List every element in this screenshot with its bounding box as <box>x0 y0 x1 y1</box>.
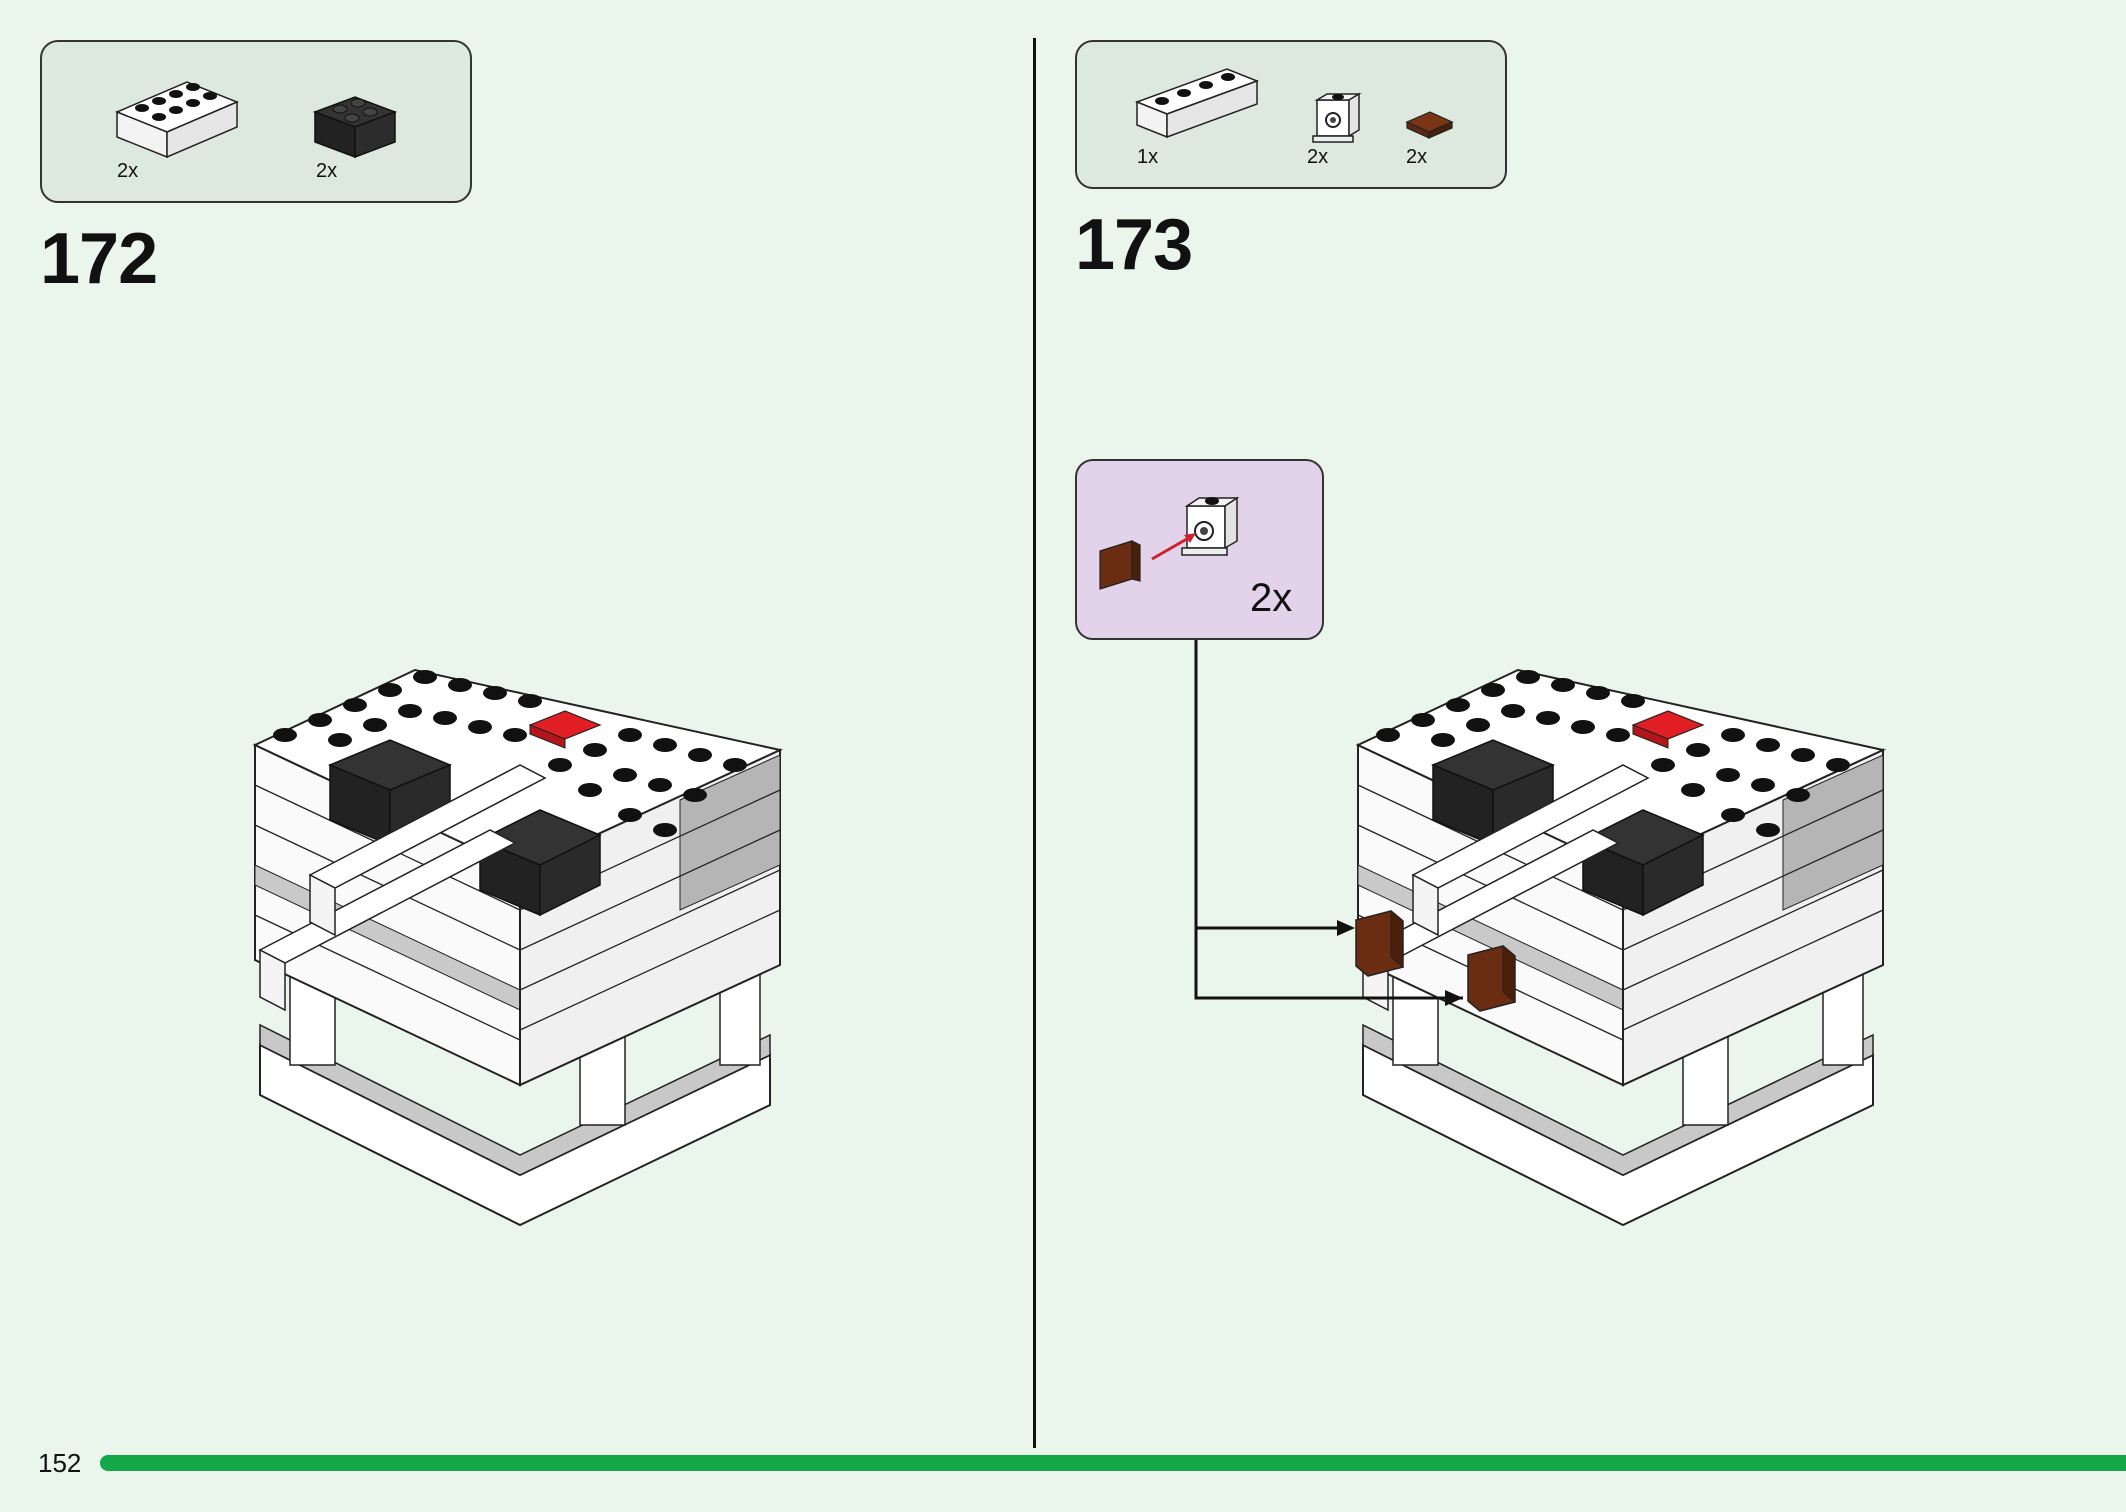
step-number-172: 172 <box>40 219 158 299</box>
part-qty: 1x <box>1137 146 1159 168</box>
white-plate-1x4-icon <box>1134 68 1260 139</box>
sub-assembly-callout: 2x <box>1075 459 1324 640</box>
callout-qty: 2x <box>1250 576 1293 620</box>
part-qty: 2x <box>117 160 139 182</box>
model-step-172 <box>252 668 784 1227</box>
progress-bar <box>100 1455 2126 1471</box>
white-bracket-1x1-icon <box>1312 92 1362 143</box>
part-qty: 2x <box>316 160 338 182</box>
parts-list-step-173: 1x 2x 2x <box>1075 40 1507 189</box>
part-qty: 2x <box>1307 146 1329 168</box>
step-number-173: 173 <box>1075 205 1193 285</box>
part-qty: 2x <box>1406 146 1428 168</box>
black-brick-2x2-icon <box>312 96 398 159</box>
white-brick-2x4-icon <box>115 81 239 159</box>
page-divider <box>1033 38 1036 1448</box>
bracket-with-tile-icon <box>1099 496 1240 590</box>
parts-list-step-172: 2x 2x <box>40 40 472 203</box>
page-number: 152 <box>38 1448 82 1478</box>
model-step-173 <box>1355 668 1887 1227</box>
brown-tile-1x1-icon <box>1405 111 1454 139</box>
